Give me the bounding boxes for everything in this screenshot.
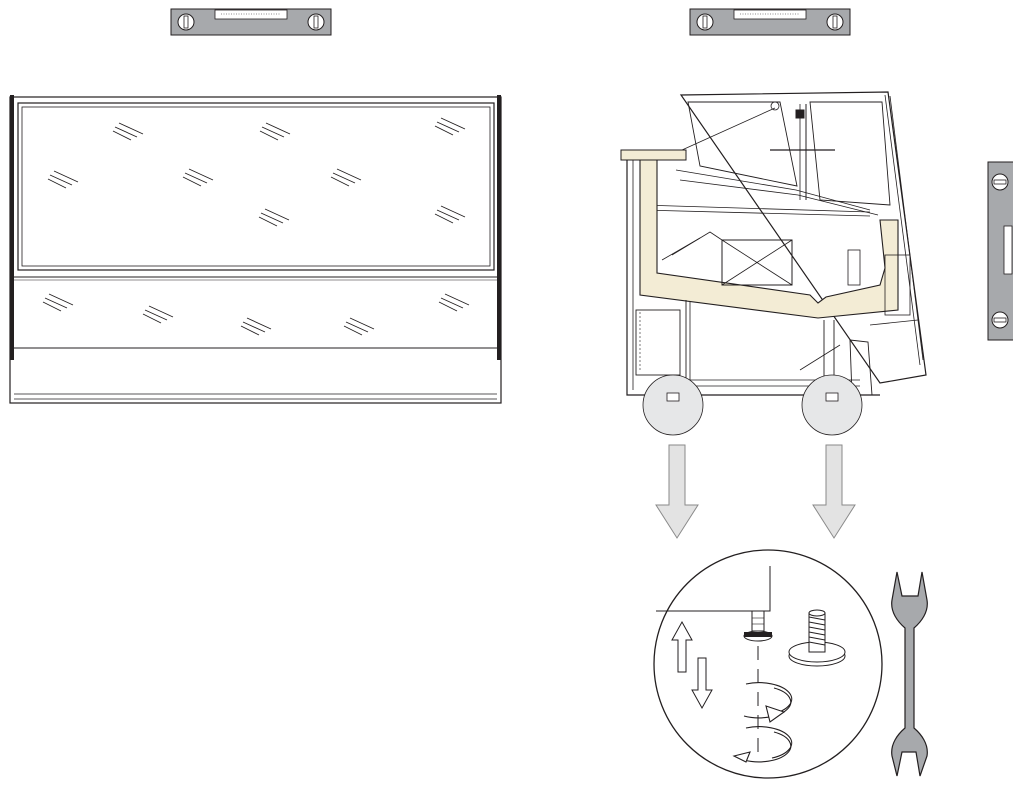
down-arrow-icon: [812, 444, 856, 539]
threaded-foot-icon: [788, 609, 846, 667]
foot-adjustment-detail: [653, 549, 883, 779]
adjustable-foot-icon: [743, 610, 773, 642]
glass-reflection-marks: [42, 117, 470, 336]
display-case-front-view: [9, 95, 502, 404]
foot-highlight-rear: [642, 374, 704, 436]
spirit-level-icon: [689, 8, 851, 36]
foot-highlight-front: [801, 374, 863, 436]
spirit-level-vertical-icon: [987, 161, 1013, 341]
display-case-side-view: [620, 91, 927, 436]
down-arrow-icon: [655, 444, 699, 539]
spirit-level-icon: [170, 8, 332, 36]
rotate-arrow-icon: [732, 682, 793, 763]
wrench-icon: [891, 571, 928, 777]
up-down-arrow-icon: [671, 620, 713, 710]
